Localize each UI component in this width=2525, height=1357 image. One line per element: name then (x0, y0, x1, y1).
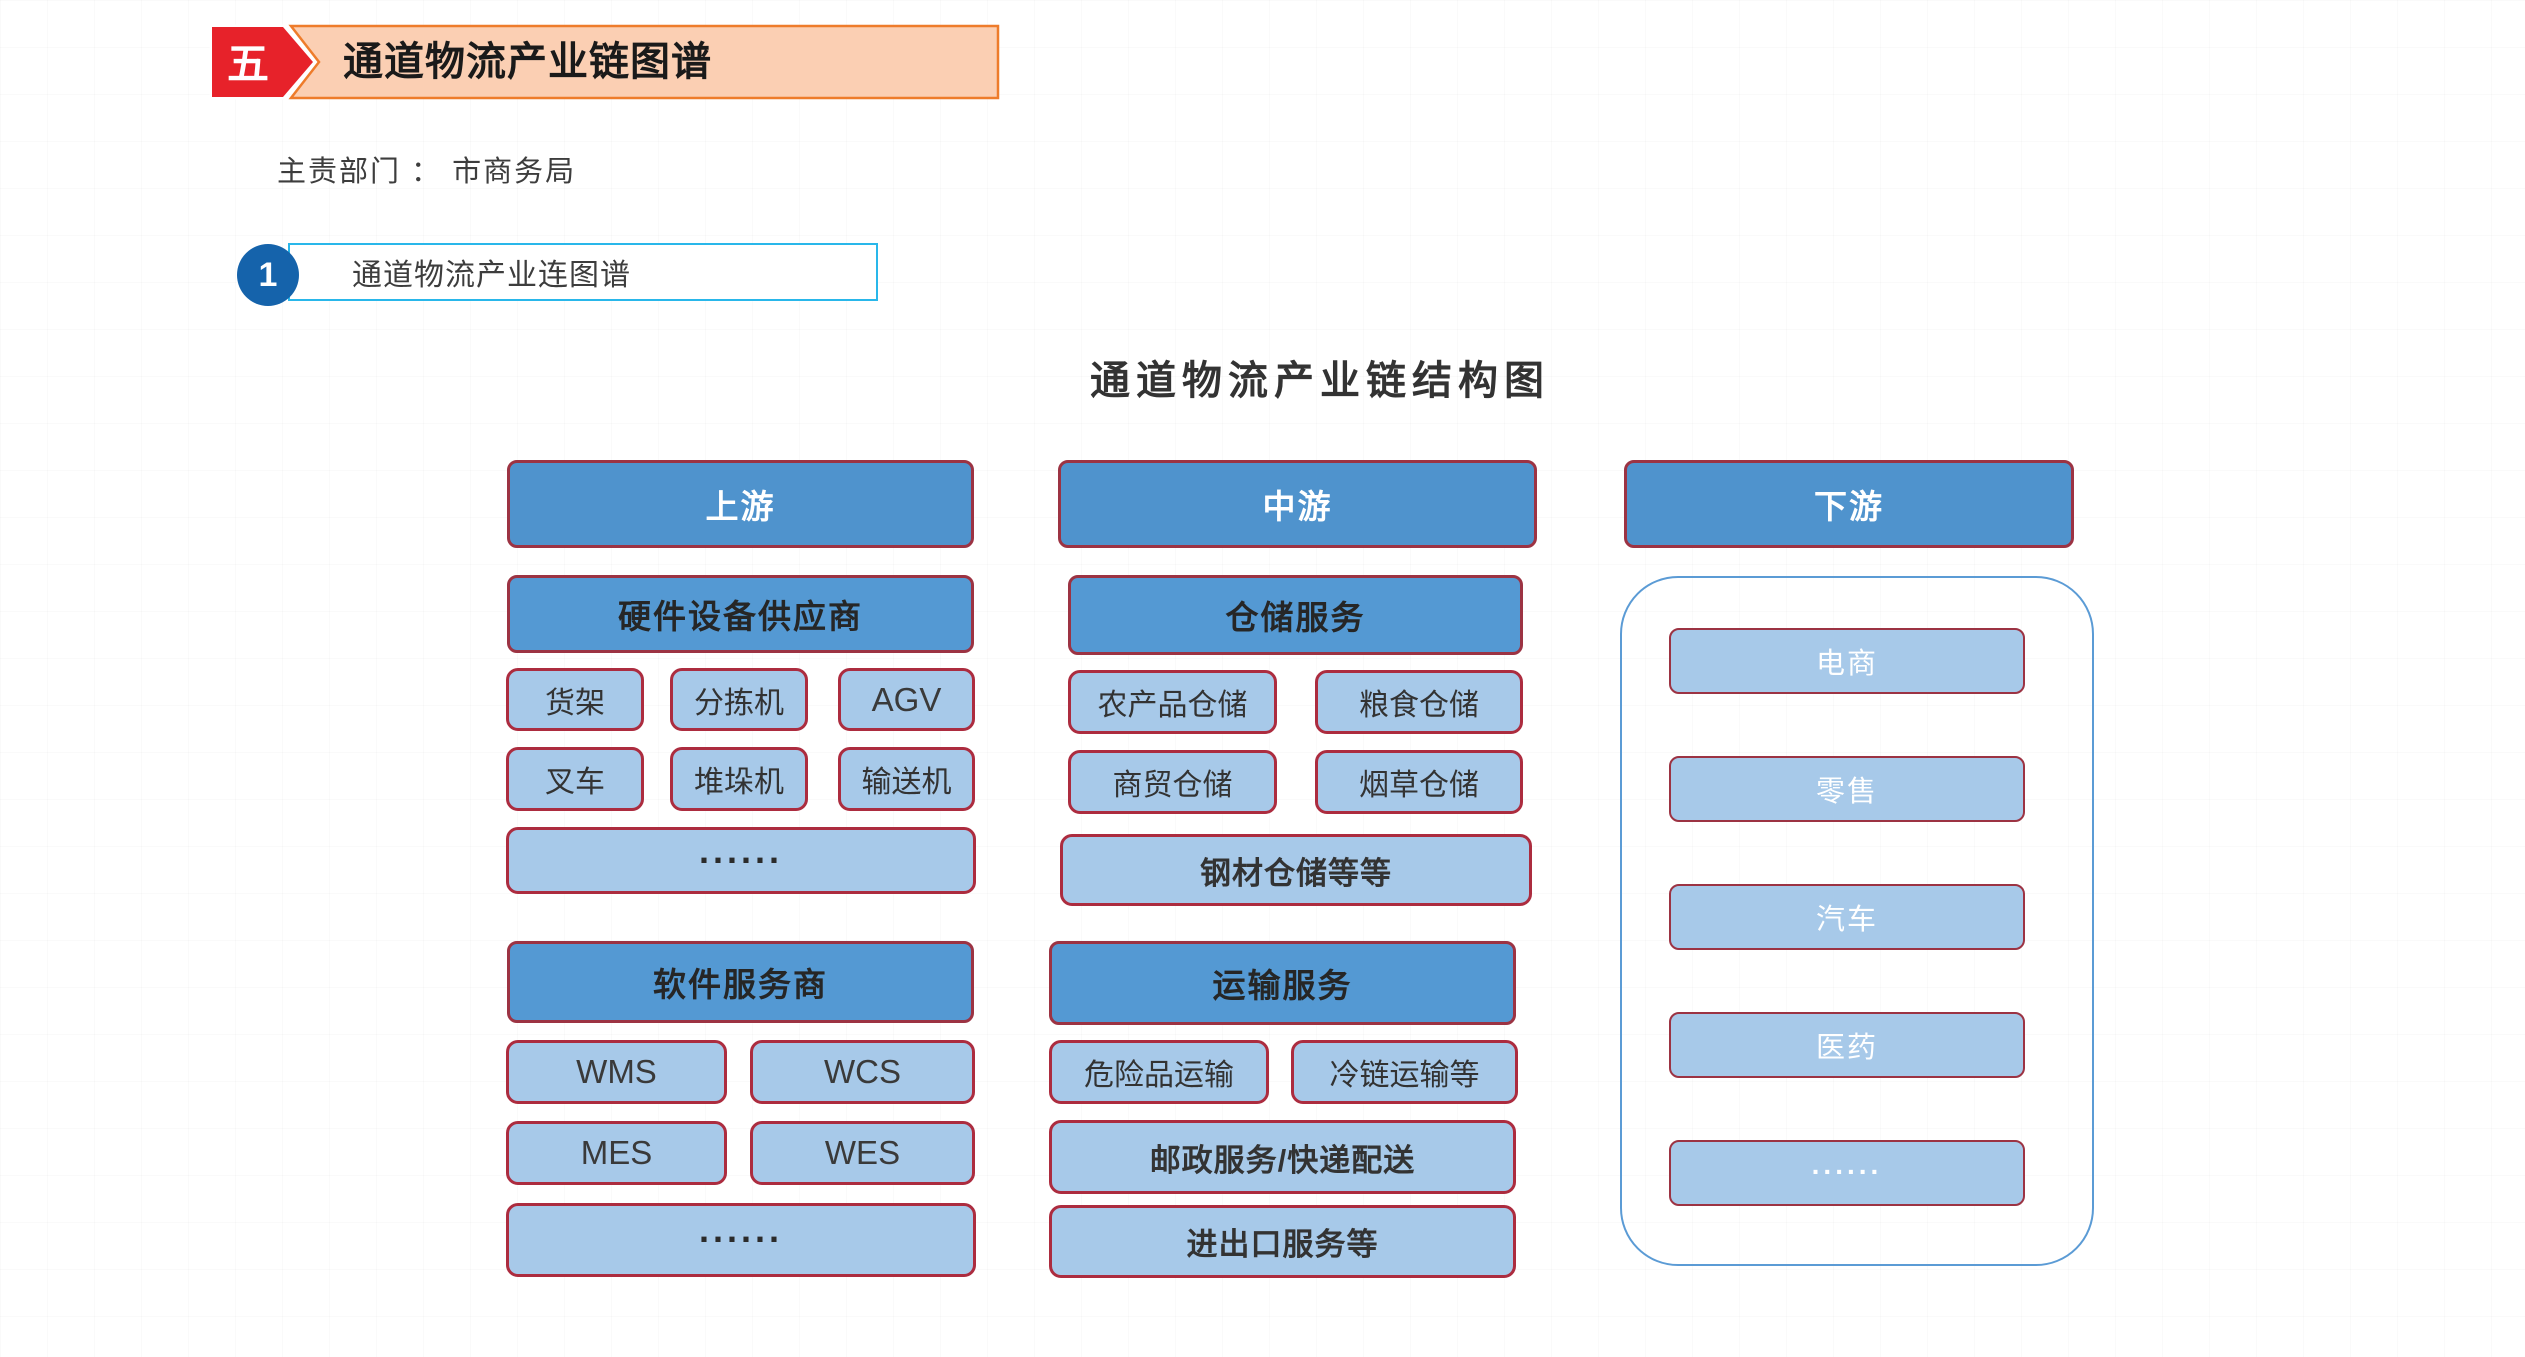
node-coldchain-transport: 冷链运输等 (1291, 1040, 1518, 1104)
node-ecommerce: 电商 (1669, 628, 2025, 694)
node-agv: AGV (838, 668, 975, 731)
node-postal-express: 邮政服务/快递配送 (1049, 1120, 1516, 1194)
node-software-more: ...... (506, 1203, 976, 1277)
group-header-warehousing: 仓储服务 (1068, 575, 1523, 655)
node-hardware-more: ...... (506, 827, 976, 894)
node-forklift: 叉车 (506, 747, 644, 811)
node-automobile: 汽车 (1669, 884, 2025, 950)
section-banner: 五 (209, 24, 1000, 100)
column-header-downstream: 下游 (1624, 460, 2074, 548)
node-wcs: WCS (750, 1040, 975, 1104)
group-header-transport: 运输服务 (1049, 941, 1516, 1025)
node-hardware-more-label: ...... (698, 829, 783, 871)
column-header-upstream: 上游 (507, 460, 974, 548)
section-badge-number: 五 (227, 41, 269, 88)
group-header-software: 软件服务商 (507, 941, 974, 1023)
node-sorter: 分拣机 (670, 668, 808, 731)
numbered-item-box: 通道物流产业连图谱 (288, 243, 878, 301)
node-wms: WMS (506, 1040, 727, 1104)
node-trade-warehouse: 商贸仓储 (1068, 750, 1277, 814)
numbered-item-badge: 1 (237, 244, 299, 306)
group-header-hardware: 硬件设备供应商 (507, 575, 974, 653)
node-retail: 零售 (1669, 756, 2025, 822)
diagram-title: 通道物流产业链结构图 (1090, 359, 1550, 403)
node-wes: WES (750, 1121, 975, 1185)
node-software-more-label: ...... (698, 1209, 783, 1250)
node-conveyor: 输送机 (838, 747, 975, 811)
node-import-export: 进出口服务等 (1049, 1205, 1516, 1278)
section-banner-shape (288, 24, 1000, 100)
downstream-container (1620, 576, 2094, 1266)
node-steel-warehouse: 钢材仓储等等 (1060, 834, 1532, 906)
node-tobacco-warehouse: 烟草仓储 (1315, 750, 1523, 814)
node-grain-warehouse: 粮食仓储 (1315, 670, 1523, 734)
node-downstream-more: ...... (1669, 1140, 2025, 1206)
node-pharma: 医药 (1669, 1012, 2025, 1078)
numbered-item-label: 通道物流产业连图谱 (352, 259, 631, 292)
node-shelves: 货架 (506, 668, 644, 731)
node-hazmat-transport: 危险品运输 (1049, 1040, 1269, 1104)
column-header-midstream: 中游 (1058, 460, 1537, 548)
node-downstream-more-label: ...... (1811, 1149, 1883, 1180)
node-agri-warehouse: 农产品仓储 (1068, 670, 1277, 734)
section-title: 通道物流产业链图谱 (343, 40, 712, 84)
section-badge-shape (209, 24, 317, 100)
department-line: 主责部门 ： 市商务局 (277, 156, 577, 188)
node-mes: MES (506, 1121, 727, 1185)
node-stacker: 堆垛机 (670, 747, 808, 811)
